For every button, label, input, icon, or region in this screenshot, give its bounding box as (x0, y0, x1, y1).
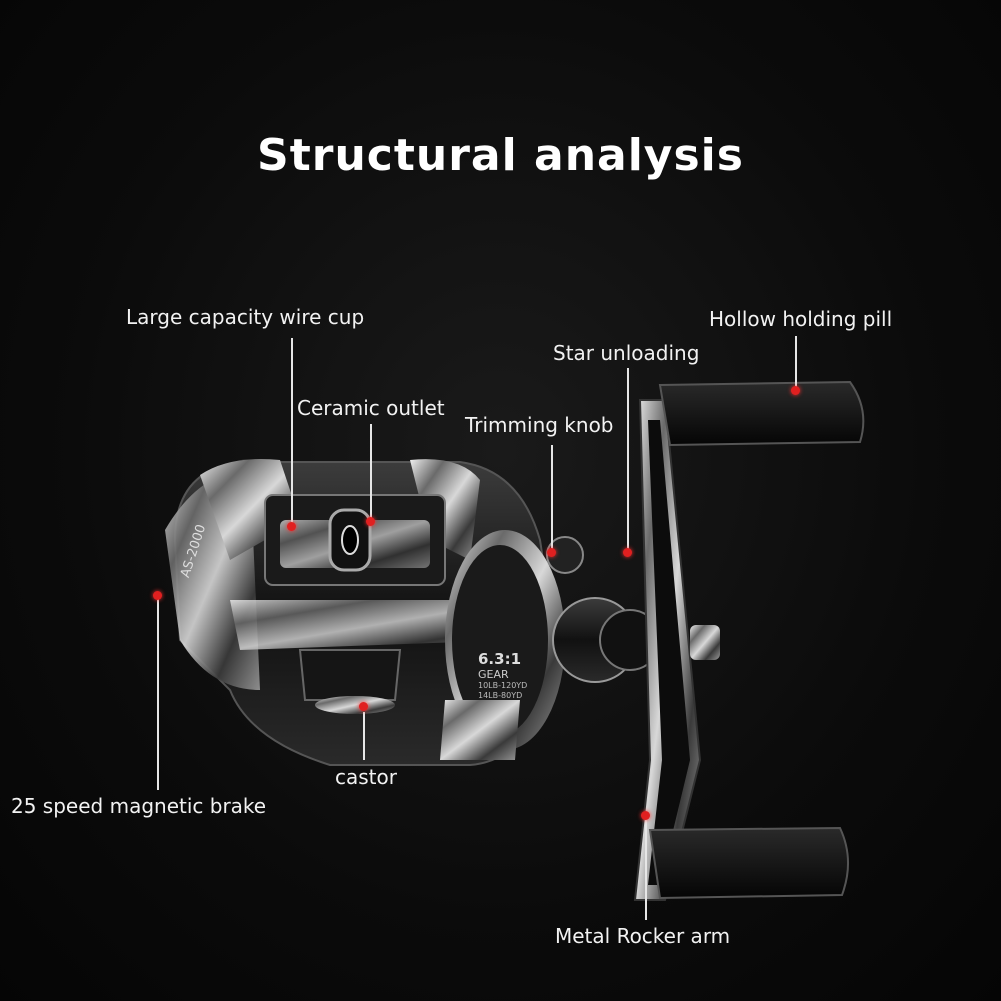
callout-metal-rocker-arm-label: Metal Rocker arm (555, 924, 731, 948)
callout-star-unloading-line (627, 368, 629, 550)
callout-wire-cup-marker (287, 522, 296, 531)
callout-wire-cup-line (291, 338, 293, 523)
callout-castor-label: castor (335, 765, 397, 789)
callout-metal-rocker-arm-marker (641, 811, 650, 820)
reel-gear-ratio-text: 6.3:1 (478, 650, 522, 668)
callout-castor-marker (359, 702, 368, 711)
callout-metal-rocker-arm-line (645, 820, 647, 920)
callout-ceramic-outlet-marker (366, 517, 375, 526)
callout-trimming-knob-line (551, 445, 553, 550)
callout-trimming-knob-marker (547, 548, 556, 557)
callout-magnetic-brake-line (157, 598, 159, 790)
callout-trimming-knob-label: Trimming knob (465, 413, 614, 437)
callout-hollow-holding-pill-line (795, 336, 797, 388)
reel-line-capacity-1: 10LB-120YD (478, 681, 528, 690)
reel-body (165, 380, 865, 901)
callout-castor-line (363, 712, 365, 760)
callout-ceramic-outlet-label: Ceramic outlet (297, 396, 445, 420)
callout-hollow-holding-pill-label: Hollow holding pill (709, 307, 893, 331)
callout-star-unloading-label: Star unloading (553, 341, 700, 365)
callout-magnetic-brake-marker (153, 591, 162, 600)
page-title: Structural analysis (257, 130, 744, 181)
callout-ceramic-outlet-line (370, 424, 372, 521)
callout-star-unloading-marker (623, 548, 632, 557)
callout-wire-cup-label: Large capacity wire cup (126, 305, 365, 329)
reel-line-capacity-2: 14LB-80YD (478, 691, 523, 700)
reel-gear-text: GEAR (478, 668, 509, 681)
callout-magnetic-brake-label: 25 speed magnetic brake (11, 794, 267, 818)
callout-hollow-holding-pill-marker (791, 386, 800, 395)
